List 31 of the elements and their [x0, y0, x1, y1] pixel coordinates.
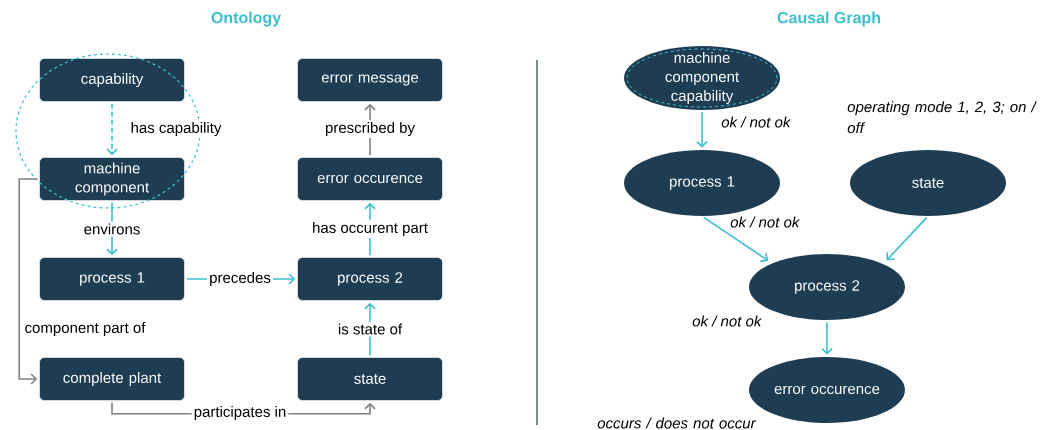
process-box: error message — [297, 58, 443, 102]
edge-label: ok / not ok — [721, 116, 791, 128]
arrow — [18, 178, 38, 385]
process-box: process 2 — [297, 257, 443, 301]
arrow — [821, 321, 833, 355]
edge-label: has occurent part — [310, 220, 430, 238]
ellipse-node: state — [850, 150, 1006, 216]
process-box: capability — [39, 58, 185, 102]
heading: Ontology — [211, 11, 282, 27]
arrow — [106, 103, 118, 156]
edge-label: environs — [81, 221, 143, 237]
edge-label: has capability — [128, 120, 224, 138]
process-box: machine component — [39, 157, 185, 201]
process-box: state — [297, 357, 443, 401]
arrow — [364, 302, 376, 356]
heading: Causal Graph — [777, 11, 880, 27]
edge-label: component part of — [22, 320, 148, 338]
arrow — [696, 111, 708, 148]
process-box: process 1 — [39, 257, 185, 301]
arrow — [886, 216, 928, 261]
process-box: complete plant — [39, 357, 185, 401]
edge-label: prescribed by — [323, 120, 418, 138]
edge-label: is state of — [335, 321, 405, 337]
note: operating mode 1, 2, 3; on / off — [847, 101, 1037, 134]
arrow — [702, 216, 769, 263]
edge-label: ok / not ok — [730, 216, 800, 228]
edge-label: participates in — [191, 404, 289, 422]
edge-label: precedes — [207, 270, 273, 288]
ellipse-node: process 1 — [624, 150, 780, 216]
process-box: error occurence — [297, 157, 443, 201]
ellipse-node: machine component capability — [624, 46, 780, 110]
